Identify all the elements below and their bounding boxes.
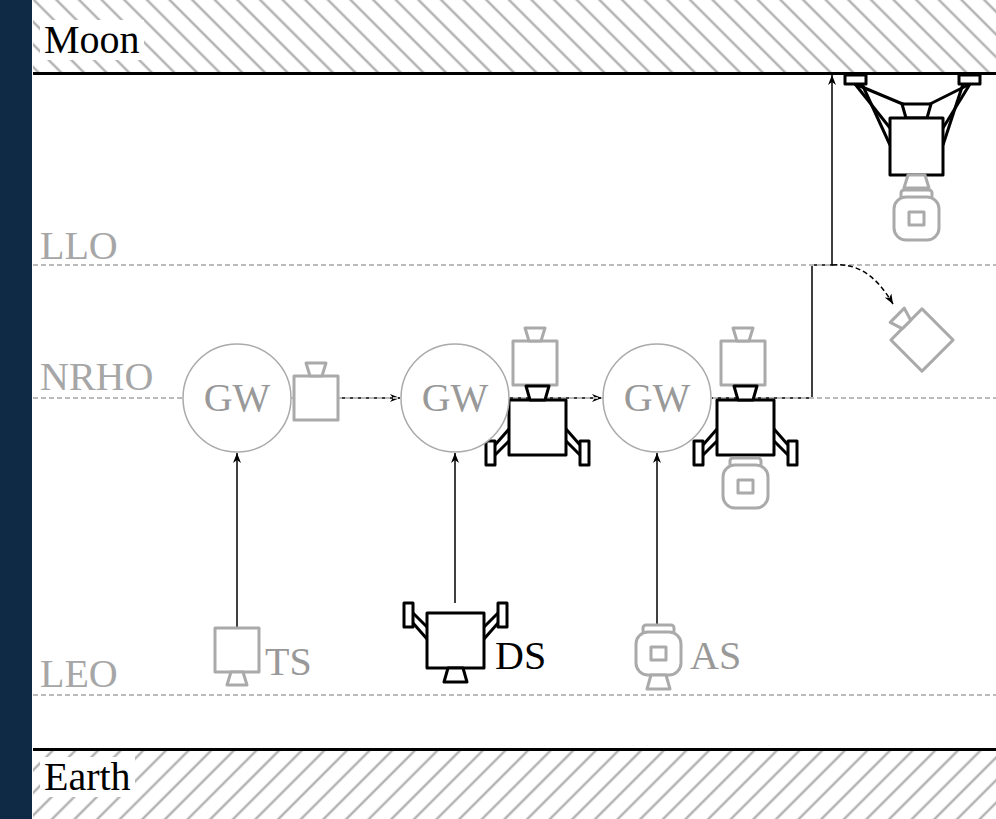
ascent-stage-icon [636,625,681,689]
gateway-circle: GW [602,343,712,453]
leo-line [33,694,996,696]
moon-hatching [33,0,996,72]
llo-line [33,264,996,266]
flow-arrow [656,453,658,625]
jettison-arrow [832,265,893,304]
gateway-circle: GW [400,343,510,453]
body-band: Earth [33,748,996,819]
docked-transfer-stage [294,363,338,420]
vehicle-node: AS [636,625,741,690]
docked-transfer-stage [721,328,765,385]
vehicle-node: TS [215,628,312,688]
gateway-circle-shape [183,344,291,452]
flow-arrow [454,453,456,603]
orbit-lines [33,265,996,695]
node-label: AS [690,636,741,676]
node-label: Moon [40,20,144,60]
body-band: Moon [33,0,996,75]
earth-hatching [33,751,996,819]
docked-ascent-stage [723,458,768,508]
node-label: GW [204,378,271,418]
node-label: DS [495,636,546,676]
vehicle-node: DS [427,603,546,685]
node-label: GW [624,378,691,418]
node-label: TS [265,642,312,682]
node-label: Earth [40,757,135,797]
orbit-label: LEO [40,654,118,694]
docked-transfer-stage [513,328,557,385]
transfer-stage-icon [215,628,259,685]
orbit-label: NRHO [40,357,153,397]
frame-strip [0,0,32,819]
landed-ascent-stage [894,175,939,240]
gateway-circle-shape [401,344,509,452]
gateway-circle: GW [182,343,292,453]
gateway-circle-shape [603,344,711,452]
flow-arrow [712,75,832,398]
node-label: GW [422,378,489,418]
landed-descent-stage [845,75,980,175]
flow-arrow [236,453,238,628]
orbit-label: LLO [40,226,118,266]
discarded-transfer-stage [882,300,953,371]
descent-stage-icon [404,603,507,682]
